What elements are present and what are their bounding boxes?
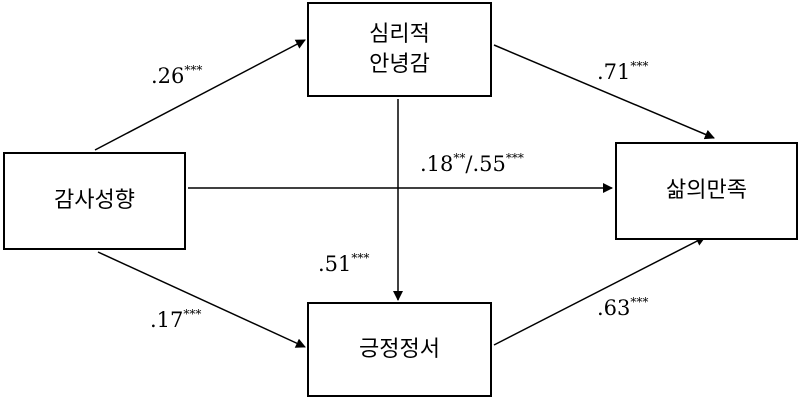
node-satisfaction-label: 삶의만족 [666, 178, 747, 203]
node-gratitude-label: 감사성향 [54, 188, 135, 213]
coef-gratitude-wellbeing: .26*** [151, 64, 202, 88]
coef-value: .26 [151, 64, 185, 88]
coef-significance: *** [630, 59, 649, 73]
coef-wellbeing-satisfaction: .71*** [597, 60, 648, 84]
arrow-emotion-to-satisfaction [493, 236, 706, 346]
coef-value: .63 [597, 296, 631, 320]
node-gratitude: 감사성향 [3, 152, 186, 250]
node-positive-emotion: 긍정정서 [307, 302, 492, 397]
coef-gratitude-emotion: .17*** [150, 308, 201, 332]
coef-value: .71 [597, 60, 631, 84]
coef-separator: / [465, 152, 473, 176]
coef-value: .51 [318, 252, 352, 276]
arrow-wellbeing-to-satisfaction [493, 44, 715, 140]
coef-gratitude-satisfaction: .18**/.55*** [420, 152, 524, 176]
coef-value-direct: .18 [420, 152, 454, 176]
node-psychological-wellbeing: 심리적 안녕감 [307, 2, 492, 97]
coef-significance-total: *** [505, 151, 524, 165]
arrow-gratitude-to-emotion [97, 251, 306, 348]
coef-significance-direct: ** [453, 151, 466, 165]
node-wellbeing-label-line1: 심리적 [369, 21, 430, 47]
coef-significance: *** [183, 307, 202, 321]
node-life-satisfaction: 삶의만족 [615, 142, 798, 240]
coef-significance: *** [351, 251, 370, 265]
arrow-gratitude-to-wellbeing [94, 39, 306, 151]
coef-significance: *** [630, 295, 649, 309]
coef-wellbeing-emotion: .51*** [318, 252, 369, 276]
node-emotion-label: 긍정정서 [359, 336, 440, 362]
coef-significance: *** [184, 63, 203, 77]
coef-emotion-satisfaction: .63*** [597, 296, 648, 320]
coef-value-total: .55 [472, 152, 506, 176]
node-wellbeing-label-line2: 안녕감 [369, 51, 430, 77]
coef-value: .17 [150, 308, 184, 332]
